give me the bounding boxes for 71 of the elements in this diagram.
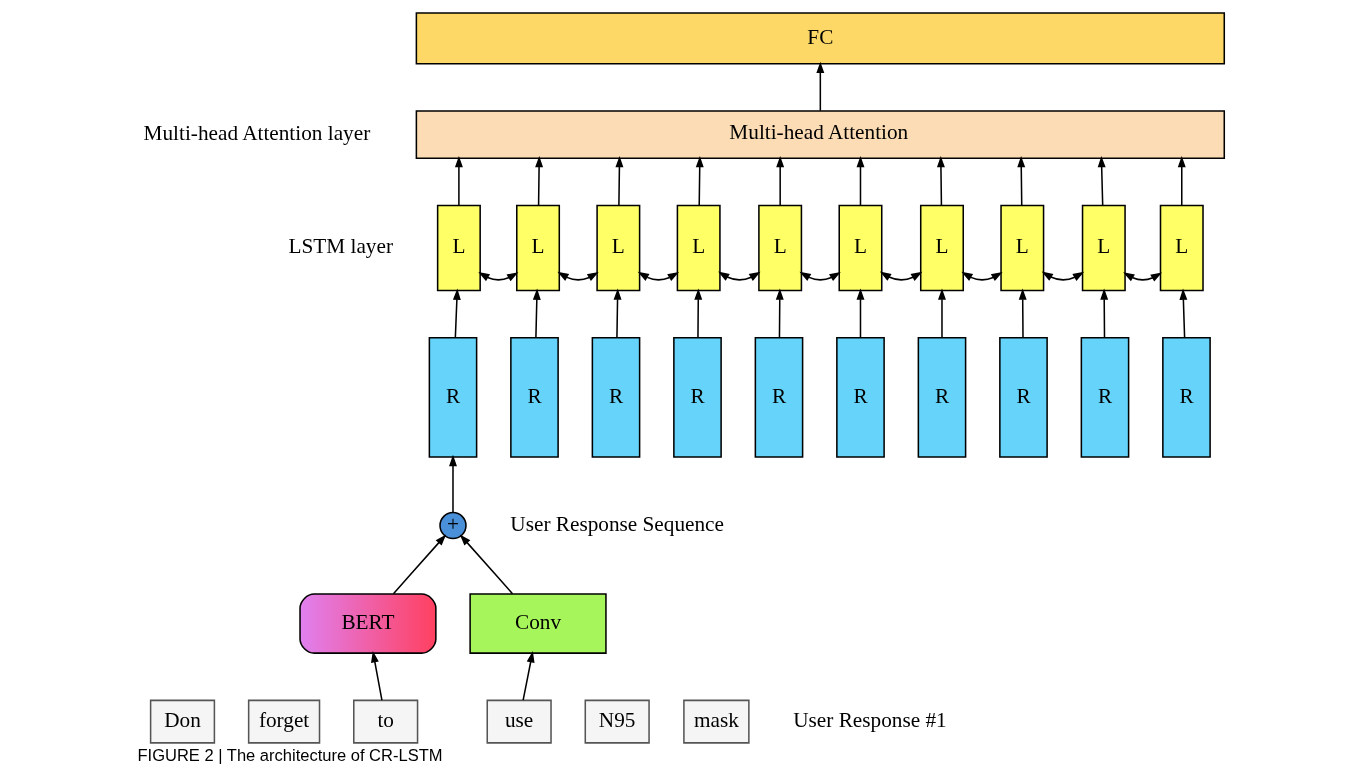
arrow [961,271,1003,282]
node-box: L [596,204,641,292]
node-box: mask [683,699,750,744]
arrow [637,271,679,282]
node-box: R [999,337,1048,458]
node-box: L [516,204,561,292]
arrow [535,155,544,206]
arrow [522,651,535,701]
arrow [1041,271,1085,281]
arrow [452,288,461,339]
node-box: R [917,337,967,458]
arrow [449,454,457,514]
node-box: Multi-head Attention [415,110,1226,159]
caption: FIGURE 2 | The architecture of CR-LSTM [137,745,443,765]
arrow [775,288,784,339]
arrow [856,155,865,206]
label: Multi-head Attention layer [143,120,371,145]
arrow [613,288,622,339]
node-box: Conv [469,593,607,654]
node-box: R [836,337,885,458]
node-box: L [838,204,883,292]
node-box: L [1081,204,1126,292]
label: User Response Sequence [510,511,724,536]
arrow [695,155,704,206]
node-box: L [919,204,964,292]
node-box: L [436,204,481,292]
arrow [459,534,514,595]
arrow [776,155,785,206]
label: User Response #1 [793,707,947,732]
node-box: forget [247,699,321,744]
arrow [1097,155,1106,206]
arrow [1179,288,1188,339]
arrow [454,155,463,206]
node-box: L [1159,204,1204,292]
node-box: N95 [584,699,650,744]
node-box: to [353,699,419,744]
arrow [1017,155,1026,206]
node-box: BERT [299,593,437,654]
node-circle: + [439,511,467,540]
node-box: L [1000,204,1045,292]
arrow [478,271,519,282]
arrow [718,271,761,281]
node-box: R [754,337,804,458]
arrow [371,651,383,701]
label: LSTM layer [288,234,394,259]
arrow [392,534,447,595]
node-box: L [676,204,721,292]
node-box: R [428,337,478,458]
arrow [1100,288,1109,339]
arrow [1177,155,1186,206]
arrow [856,288,865,339]
arrow [1123,272,1163,282]
arrow [1018,288,1027,339]
arrow [879,271,923,281]
node-box: Don [149,699,216,744]
node-box: R [510,337,559,458]
node-box: R [1162,337,1211,458]
node-box: R [1080,337,1130,458]
arrow [799,271,841,282]
node-box: FC [415,12,1226,65]
arrow [816,61,825,112]
node-box: R [591,337,641,458]
arrow [557,271,599,282]
node-box: L [758,204,803,292]
arrow [938,288,946,339]
arrow [532,288,541,339]
arrow [615,155,624,206]
arrow [694,288,703,339]
node-box: R [673,337,722,458]
node-box: use [486,699,552,744]
arrow [936,155,945,206]
